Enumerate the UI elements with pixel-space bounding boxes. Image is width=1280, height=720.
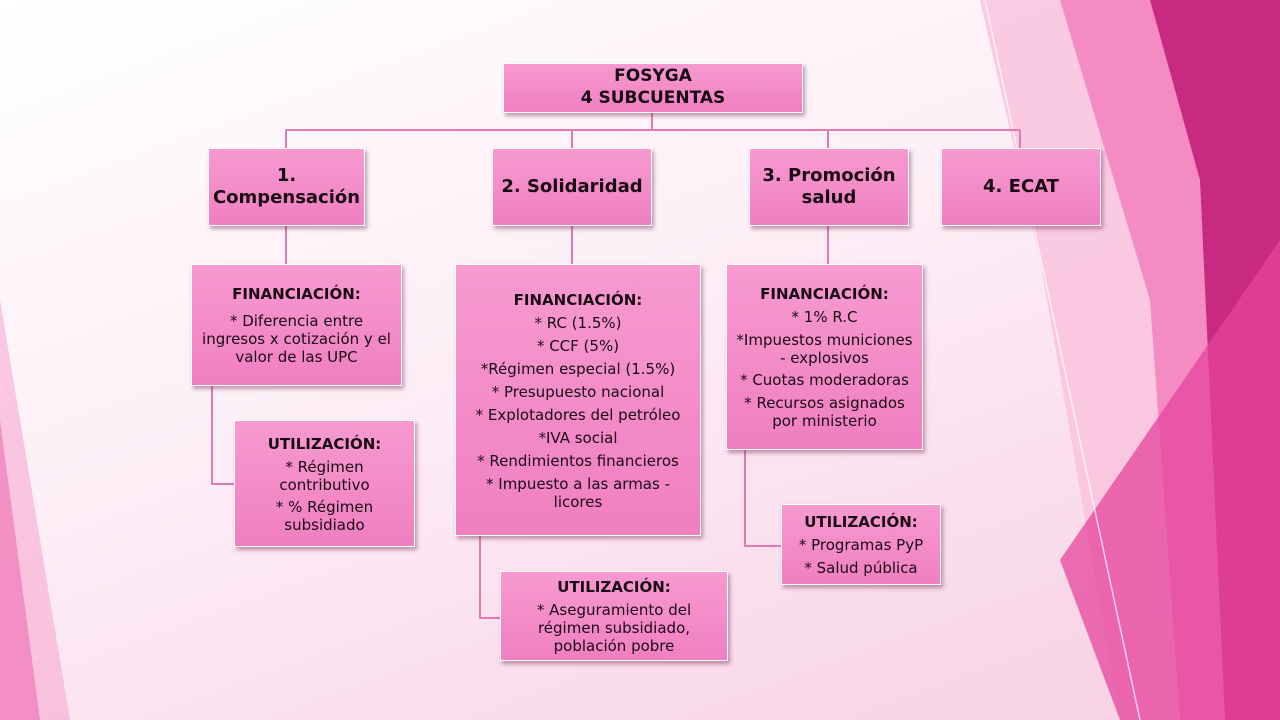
solidaridad-financiacion-item-7: * Rendimientos financieros xyxy=(477,451,679,470)
promocion-utilizacion-title: UTILIZACIÓN: xyxy=(804,512,918,531)
compensacion-utilizacion-item-1: * Régimen contributivo xyxy=(279,457,370,494)
promocion-utilizacion-item-2: * Salud pública xyxy=(804,558,918,577)
compensacion-financiacion-title: FINANCIACIÓN: xyxy=(232,285,361,303)
solidaridad-financiacion-item-8: * Impuesto a las armas - licores xyxy=(486,474,670,511)
solidaridad-financiacion-item-5: * Explotadores del petróleo xyxy=(475,405,681,424)
bg-shape-left-light xyxy=(0,300,70,720)
fosyga-root-box: FOSYGA 4 SUBCUENTAS xyxy=(503,63,803,113)
connector-solidaridad-util xyxy=(479,536,502,619)
subaccount-promocion-box: 3. Promoción salud xyxy=(749,148,909,226)
solidaridad-financiacion-item-6: *IVA social xyxy=(538,428,618,447)
root-title: FOSYGA xyxy=(614,66,692,86)
compensacion-utilizacion-item-2: * % Régimen subsidiado xyxy=(275,497,374,534)
solidaridad-financiacion-item-4: * Presupuesto nacional xyxy=(491,382,665,401)
subaccount-solidaridad-box: 2. Solidaridad xyxy=(492,148,652,226)
solidaridad-financiacion-box: FINANCIACIÓN: * RC (1.5%) * CCF (5%) *Ré… xyxy=(455,264,701,536)
compensacion-utilizacion-title: UTILIZACIÓN: xyxy=(267,434,382,453)
promocion-financiacion-box: FINANCIACIÓN: * 1% R.C *Impuestos munici… xyxy=(726,264,923,450)
compensacion-financiacion-box: FINANCIACIÓN: * Diferencia entre ingreso… xyxy=(191,264,402,386)
subaccount-solidaridad-title: 2. Solidaridad xyxy=(501,176,643,197)
promocion-financiacion-item-2: *Impuestos municiones - explosivos xyxy=(736,331,913,367)
compensacion-utilizacion-box: UTILIZACIÓN: * Régimen contributivo * % … xyxy=(234,420,415,547)
bg-line-right xyxy=(984,0,1141,720)
promocion-utilizacion-box: UTILIZACIÓN: * Programas PyP * Salud púb… xyxy=(781,504,941,585)
connector-compensacion-util xyxy=(211,386,236,485)
solidaridad-utilizacion-box: UTILIZACIÓN: * Aseguramiento del régimen… xyxy=(500,571,728,661)
subaccount-compensacion-title: 1. Compensación xyxy=(212,165,361,208)
solidaridad-financiacion-item-1: * RC (1.5%) xyxy=(534,313,622,332)
promocion-utilizacion-item-1: * Programas PyP xyxy=(798,535,924,554)
solidaridad-financiacion-item-2: * CCF (5%) xyxy=(536,336,620,355)
connector-promocion-util xyxy=(744,450,783,547)
promocion-financiacion-item-4: * Recursos asignados por ministerio xyxy=(744,394,905,430)
promocion-financiacion-item-3: * Cuotas moderadoras xyxy=(740,371,909,389)
bg-shape-lower-right xyxy=(1060,240,1280,720)
subaccount-compensacion-box: 1. Compensación xyxy=(208,148,365,226)
subaccount-ecat-box: 4. ECAT xyxy=(941,148,1101,226)
promocion-financiacion-item-1: * 1% R.C xyxy=(791,308,858,326)
compensacion-financiacion-item: * Diferencia entre ingresos x cotización… xyxy=(202,312,391,366)
solidaridad-financiacion-title: FINANCIACIÓN: xyxy=(513,290,643,309)
root-subtitle: 4 SUBCUENTAS xyxy=(580,88,726,108)
promocion-financiacion-title: FINANCIACIÓN: xyxy=(760,285,889,303)
subaccount-promocion-title: 3. Promoción salud xyxy=(762,165,896,208)
solidaridad-utilizacion-title: UTILIZACIÓN: xyxy=(557,578,671,596)
subaccount-ecat-title: 4. ECAT xyxy=(983,176,1059,197)
solidaridad-utilizacion-item: * Aseguramiento del régimen subsidiado, … xyxy=(536,601,692,655)
solidaridad-financiacion-item-3: *Régimen especial (1.5%) xyxy=(480,359,676,378)
